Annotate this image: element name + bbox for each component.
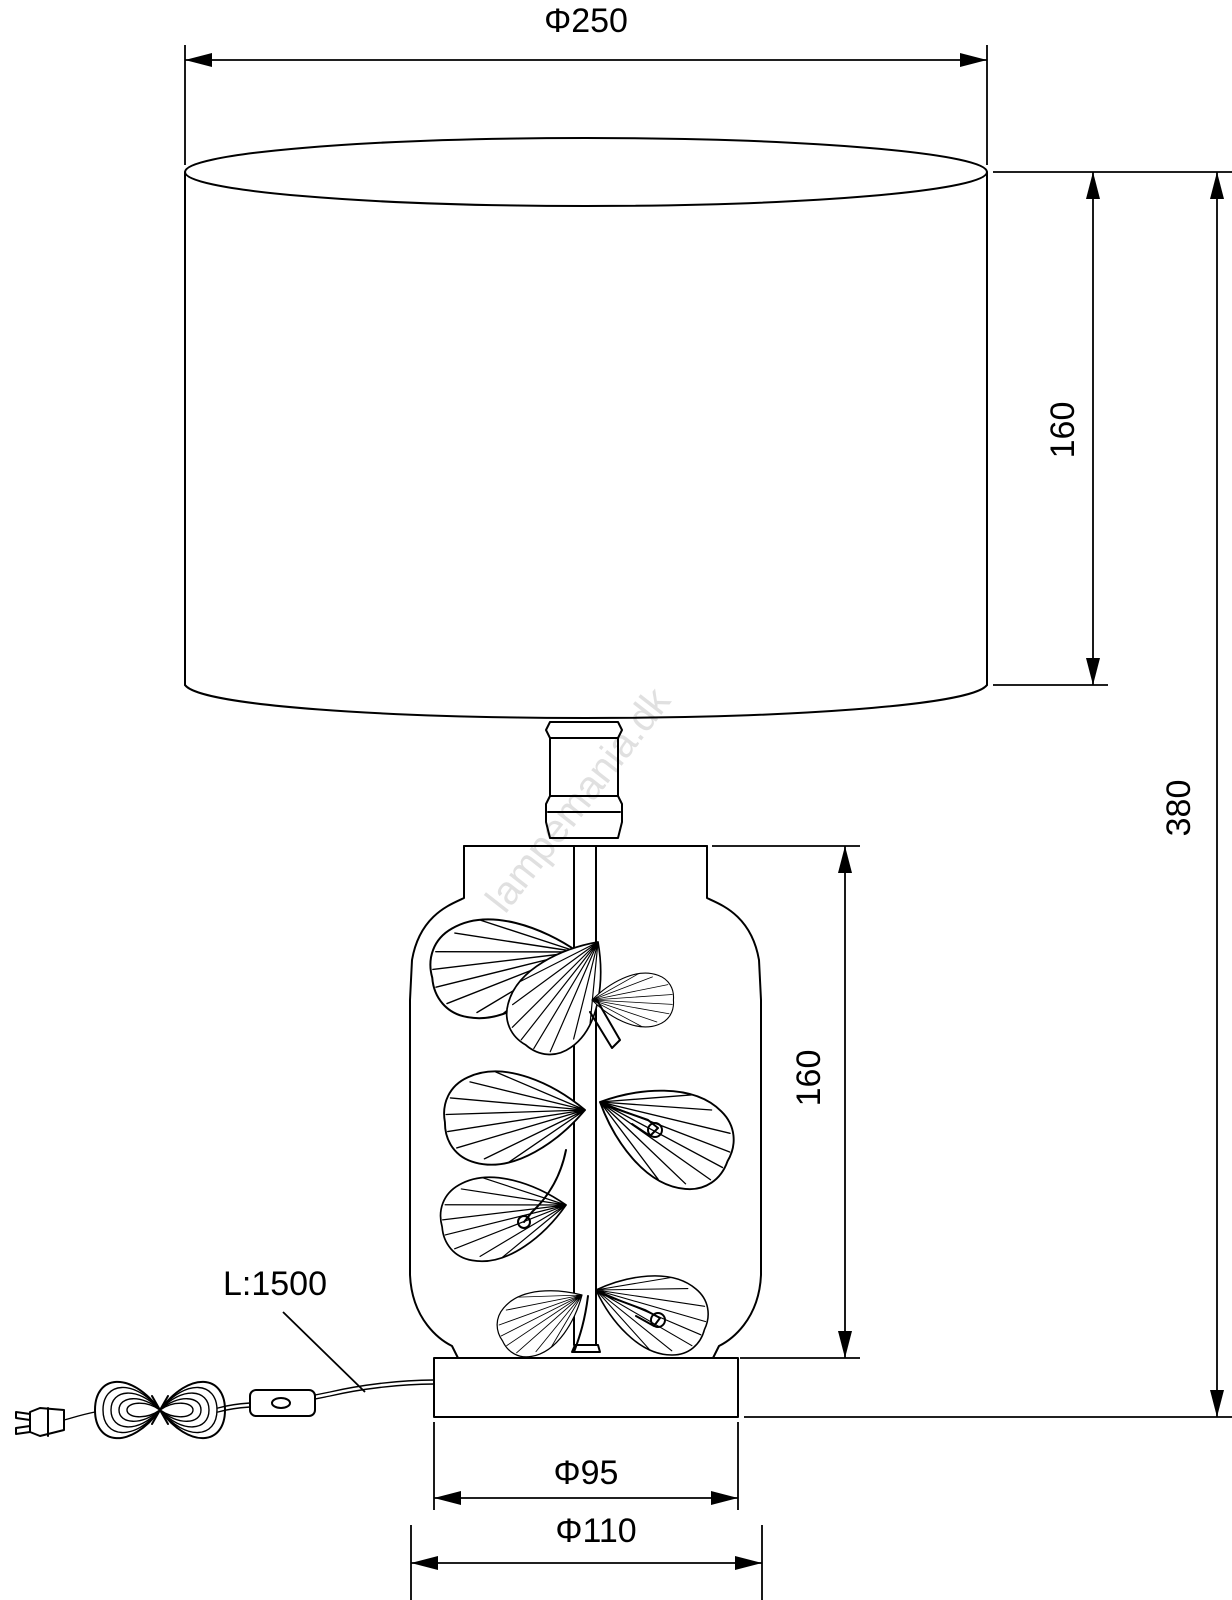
base-inner-diameter-label: Φ95 (554, 1454, 619, 1492)
dimension-base-outer-diameter: Φ110 (410, 1512, 763, 1600)
dimension-base-inner-diameter: Φ95 (433, 1422, 739, 1510)
plug-icon (15, 1407, 65, 1437)
dimension-shade-diameter: Φ250 (184, 2, 988, 165)
dimension-cable-length: L:1500 (223, 1265, 366, 1393)
dimension-total-height: 380 (744, 171, 1232, 1418)
glass-jar (409, 845, 762, 1359)
dimension-jar-height: 160 (712, 845, 860, 1359)
shade-height-label: 160 (1044, 402, 1082, 459)
ginkgo-leaves (422, 902, 749, 1368)
coiled-cable (94, 1380, 226, 1440)
jar-height-label: 160 (790, 1050, 828, 1107)
power-cable (15, 1379, 435, 1440)
lamp-socket (545, 721, 623, 839)
dimension-shade-height: 160 (993, 171, 1108, 686)
inline-switch (249, 1389, 316, 1417)
base-outer-diameter-label: Φ110 (555, 1512, 636, 1550)
total-height-label: 380 (1160, 780, 1198, 837)
shade-diameter-label: Φ250 (544, 2, 628, 40)
lamp-base (433, 1357, 739, 1418)
watermark: lampemania.dk (477, 679, 679, 921)
cable-length-label: L:1500 (223, 1265, 327, 1303)
lamp-shade (184, 137, 988, 719)
